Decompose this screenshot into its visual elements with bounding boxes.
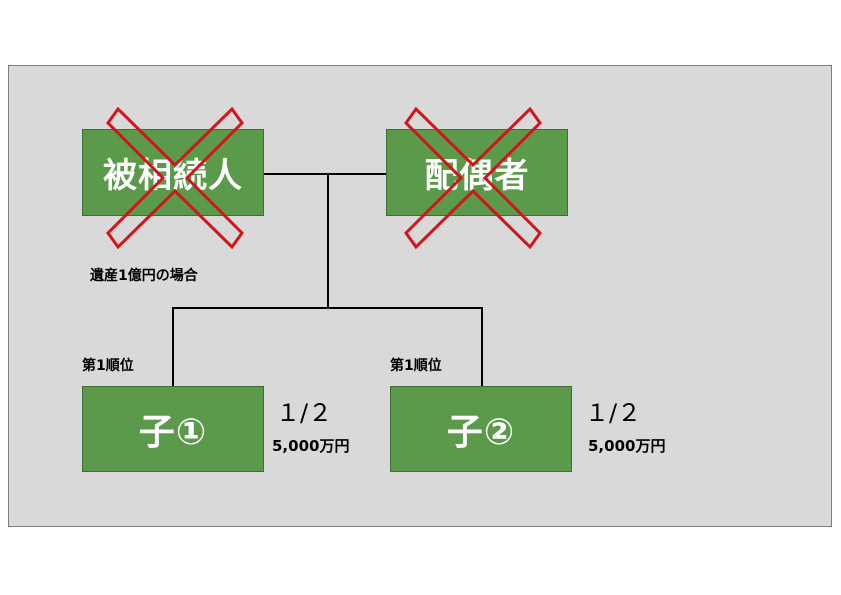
child2-label: 子②: [446, 412, 516, 453]
descent-line: [327, 173, 329, 308]
deceased-cross-mark: [106, 106, 244, 250]
spouse-box: 配偶者: [386, 129, 568, 216]
child2-box: 子②: [390, 386, 572, 472]
child1-box: 子①: [82, 386, 264, 472]
child1-rank: 第1順位: [82, 358, 134, 374]
child2-amount: 5,000万円: [588, 437, 666, 455]
child2-rank: 第1順位: [390, 358, 442, 374]
child1-drop-line: [172, 307, 174, 387]
child1-label: 子①: [138, 412, 208, 453]
child2-share: １/２: [585, 399, 642, 427]
spouse-cross-mark: [404, 106, 542, 250]
marriage-line: [263, 173, 387, 175]
child1-share: １/２: [276, 399, 333, 427]
case-note: 遺産1億円の場合: [90, 268, 198, 284]
child2-drop-line: [481, 307, 483, 387]
children-bar: [172, 307, 483, 309]
child1-amount: 5,000万円: [272, 437, 350, 455]
